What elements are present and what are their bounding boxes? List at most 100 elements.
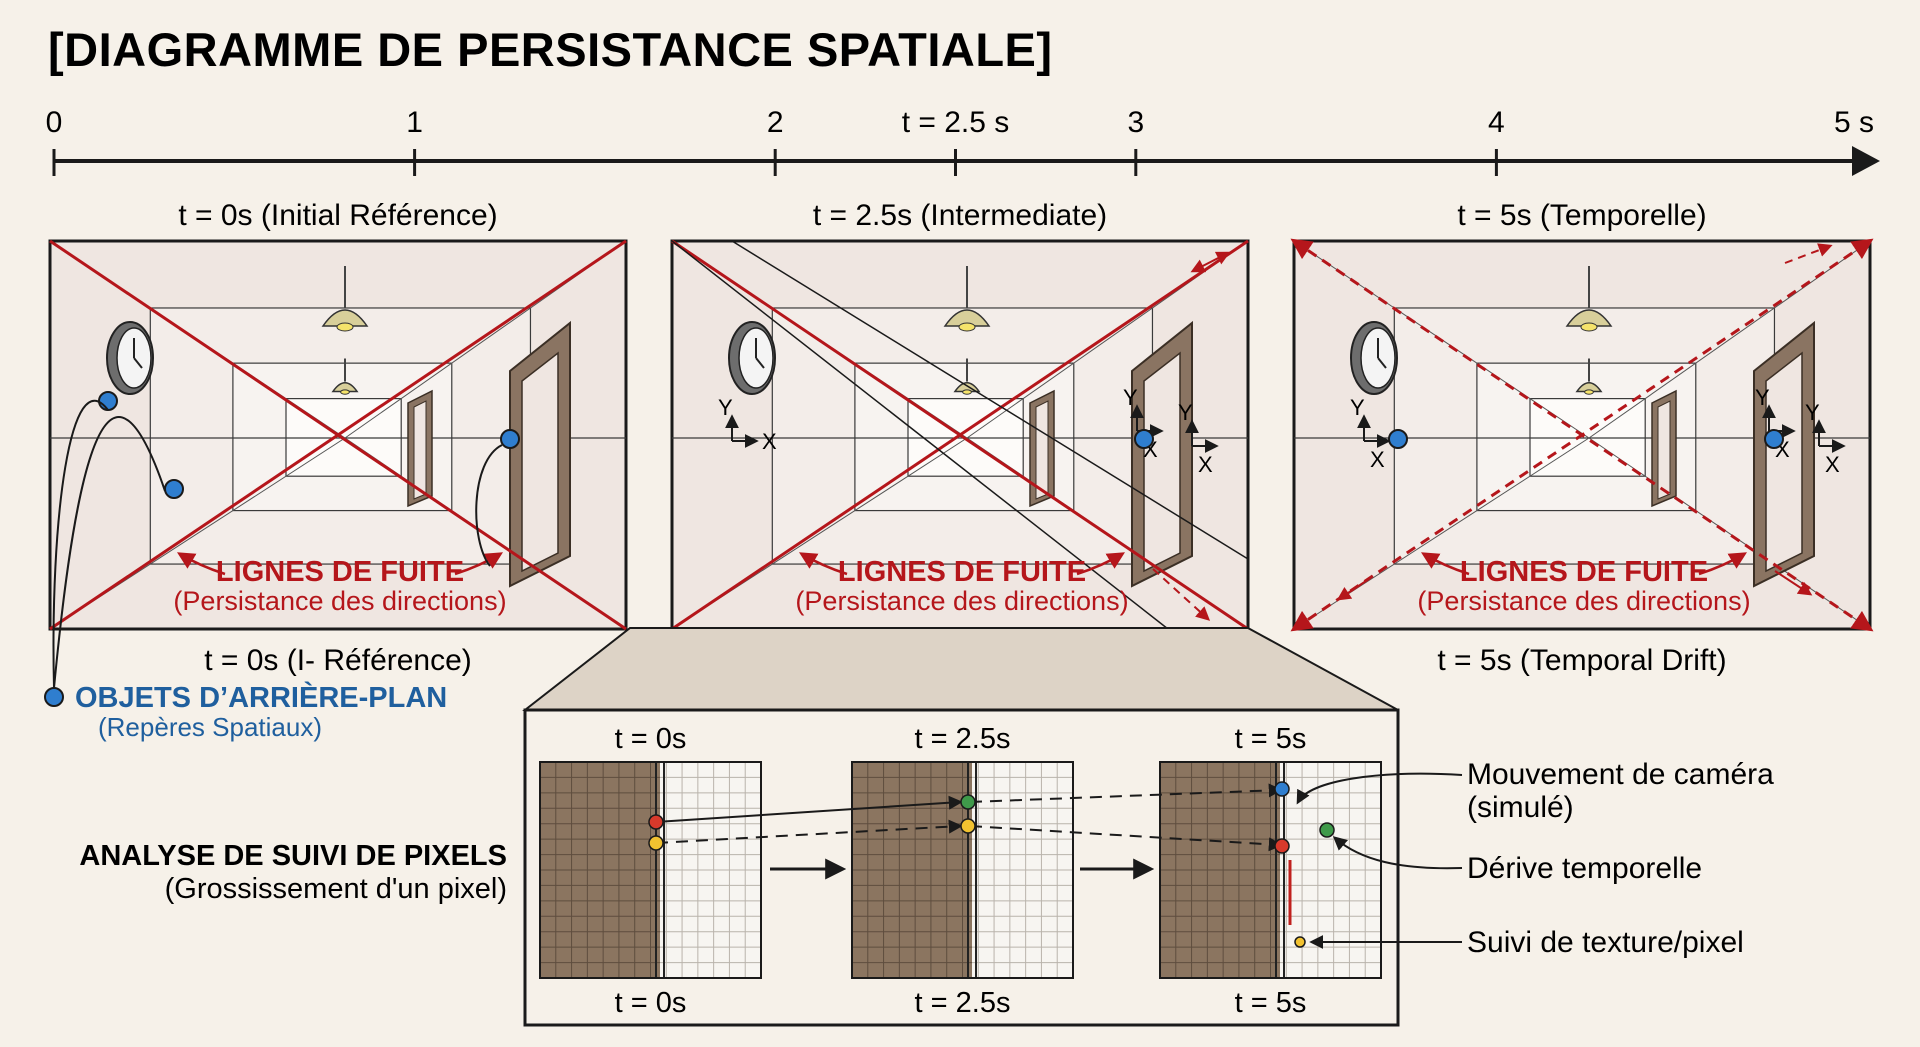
grid-top-label: t = 0s bbox=[615, 723, 687, 755]
door-opening bbox=[521, 351, 559, 573]
label-arrow-left bbox=[176, 552, 226, 576]
vanishing-line bbox=[671, 239, 1249, 631]
perspective-guide bbox=[671, 240, 1169, 630]
background-marker bbox=[1134, 429, 1154, 449]
panel-bottom-caption: t = 5s (Temporal Drift) bbox=[1437, 644, 1726, 677]
axis-x-label: X bbox=[1198, 452, 1213, 477]
legend: Mouvement de caméra (simulé) Dérive temp… bbox=[1296, 758, 1774, 959]
grid-bottom-label: t = 2.5s bbox=[915, 987, 1011, 1019]
timeline-tick-label: 1 bbox=[406, 106, 423, 139]
background-objects-title: OBJETS D’ARRIÈRE-PLAN bbox=[75, 680, 447, 714]
vanishing-line bbox=[49, 239, 627, 631]
legend-camera-pointer bbox=[1296, 772, 1463, 805]
pixel-analysis-title: ANALYSE DE SUIVI DE PIXELS bbox=[79, 840, 507, 872]
corridor-panel-2: t = 2.5s (Intermediate)t = 2.5s (Interme… bbox=[670, 199, 1250, 677]
vanishing-lines-label: LIGNES DE FUITE bbox=[216, 556, 464, 588]
tracked-pixel-yellow bbox=[648, 835, 664, 851]
axis-x-label: X bbox=[762, 429, 777, 454]
pixel-grid-1: t = 0s t = 0s bbox=[539, 723, 762, 1019]
axis-y-label: Y bbox=[1805, 400, 1820, 425]
background-objects-subtitle: (Repères Spatiaux) bbox=[98, 712, 322, 742]
axis-x-label: X bbox=[1825, 452, 1840, 477]
texture-pixel-yellow bbox=[1294, 936, 1306, 948]
background-objects-label: OBJETS D’ARRIÈRE-PLAN (Repères Spatiaux) bbox=[44, 680, 447, 742]
tracked-pixel-green bbox=[960, 794, 976, 810]
lamp-bulb bbox=[1584, 389, 1594, 395]
lamp-bulb bbox=[958, 322, 976, 332]
far-door-opening bbox=[413, 400, 427, 500]
vanishing-lines-sublabel: (Persistance des directions) bbox=[1417, 586, 1750, 616]
drift-arrow bbox=[1774, 570, 1813, 596]
label-arrow-left bbox=[798, 552, 848, 576]
marker-leader bbox=[475, 444, 503, 567]
ceiling-lamp-icon bbox=[943, 309, 991, 327]
legend-camera-line2: (simulé) bbox=[1467, 791, 1574, 824]
grid-bottom-label: t = 0s bbox=[615, 987, 687, 1019]
background-marker bbox=[1764, 429, 1784, 449]
drift-pixel-green bbox=[1319, 822, 1335, 838]
tracked-pixel-blue bbox=[1274, 781, 1290, 797]
clock-hand bbox=[133, 357, 143, 369]
far-door-opening bbox=[1657, 400, 1671, 500]
timeline-tick-label: 0 bbox=[46, 106, 63, 139]
label-arrow-right bbox=[1076, 552, 1126, 576]
timeline-arrow-head bbox=[1852, 146, 1880, 176]
ceiling-lamp-icon bbox=[321, 309, 369, 327]
anchor-point bbox=[44, 687, 64, 707]
lamp-bulb bbox=[336, 322, 354, 332]
corridor-panel-1: t = 0s (Initial Référence) t = 0s (I- Réf… bbox=[48, 199, 628, 689]
background-marker bbox=[500, 429, 520, 449]
panel-bottom-caption: t = 0s (I- Référence) bbox=[204, 644, 472, 677]
corridor-panel-3: t = 5s (Temporelle) t = 5s (Temporal Drif… bbox=[1290, 199, 1874, 677]
grid-frame bbox=[539, 761, 762, 979]
timeline-tick-label: 5 s bbox=[1834, 106, 1874, 139]
vanishing-lines-sublabel: (Persistance des directions) bbox=[173, 586, 506, 616]
tracking-line bbox=[655, 819, 963, 844]
vanishing-line bbox=[1290, 238, 1874, 632]
clock-hand bbox=[755, 357, 765, 369]
legend-drift-pointer bbox=[1332, 836, 1463, 870]
tracked-pixel-red bbox=[1274, 838, 1290, 854]
diagram-title: [DIAGRAMME DE PERSISTANCE SPATIALE] bbox=[48, 23, 1053, 76]
axis-y-label: Y bbox=[718, 395, 733, 420]
magnifier-funnel bbox=[522, 627, 1399, 711]
marker-leader bbox=[52, 399, 109, 689]
pixel-grid-2: t = 2.5s t = 2.5s bbox=[851, 723, 1074, 1019]
panel-top-caption: t = 0s (Initial Référence) bbox=[178, 199, 497, 232]
panel-top-caption: t = 2.5s (Intermediate) bbox=[813, 199, 1107, 232]
pixel-grid-3: t = 5st = 5s bbox=[1159, 723, 1382, 1019]
tracked-pixel-yellow bbox=[960, 818, 976, 834]
marker-leader bbox=[53, 416, 166, 689]
pixel-analysis-subtitle: (Grossissement d'un pixel) bbox=[165, 873, 507, 905]
panel-top-caption: t = 5s (Temporelle) bbox=[1457, 199, 1706, 232]
label-arrow-left bbox=[1420, 552, 1470, 576]
tracking-line bbox=[655, 795, 963, 823]
tracking-line bbox=[969, 825, 1283, 852]
grid-bottom-label: t = 5s bbox=[1235, 987, 1307, 1019]
lamp-bulb bbox=[1580, 322, 1598, 332]
lamp-bulb bbox=[962, 389, 972, 395]
background-marker bbox=[98, 391, 118, 411]
perspective-guide bbox=[731, 240, 1249, 560]
grid-frame bbox=[1159, 761, 1382, 979]
drift-arrow bbox=[1152, 568, 1211, 621]
axis-x-label: X bbox=[1370, 447, 1385, 472]
lamp-bulb bbox=[340, 389, 350, 395]
door-opening bbox=[1143, 351, 1181, 573]
ceiling-lamp-icon bbox=[331, 381, 359, 393]
axis-y-label: Y bbox=[1755, 385, 1770, 410]
timeline-tick-label: 4 bbox=[1488, 106, 1505, 139]
tracking-line bbox=[969, 783, 1283, 803]
drift-arrow bbox=[1190, 251, 1231, 273]
axis-y-label: Y bbox=[1123, 385, 1138, 410]
background-marker bbox=[1388, 429, 1408, 449]
timeline-tick-label: 3 bbox=[1127, 106, 1144, 139]
legend-camera-line1: Mouvement de caméra bbox=[1467, 758, 1774, 791]
background-marker bbox=[164, 479, 184, 499]
timeline-tick-label: t = 2.5 s bbox=[902, 106, 1010, 139]
legend-drift: Dérive temporelle bbox=[1467, 852, 1702, 885]
grid-top-label: t = 2.5s bbox=[915, 723, 1011, 755]
tracked-pixel-red bbox=[648, 814, 664, 830]
vanishing-lines-label: LIGNES DE FUITE bbox=[838, 556, 1086, 588]
